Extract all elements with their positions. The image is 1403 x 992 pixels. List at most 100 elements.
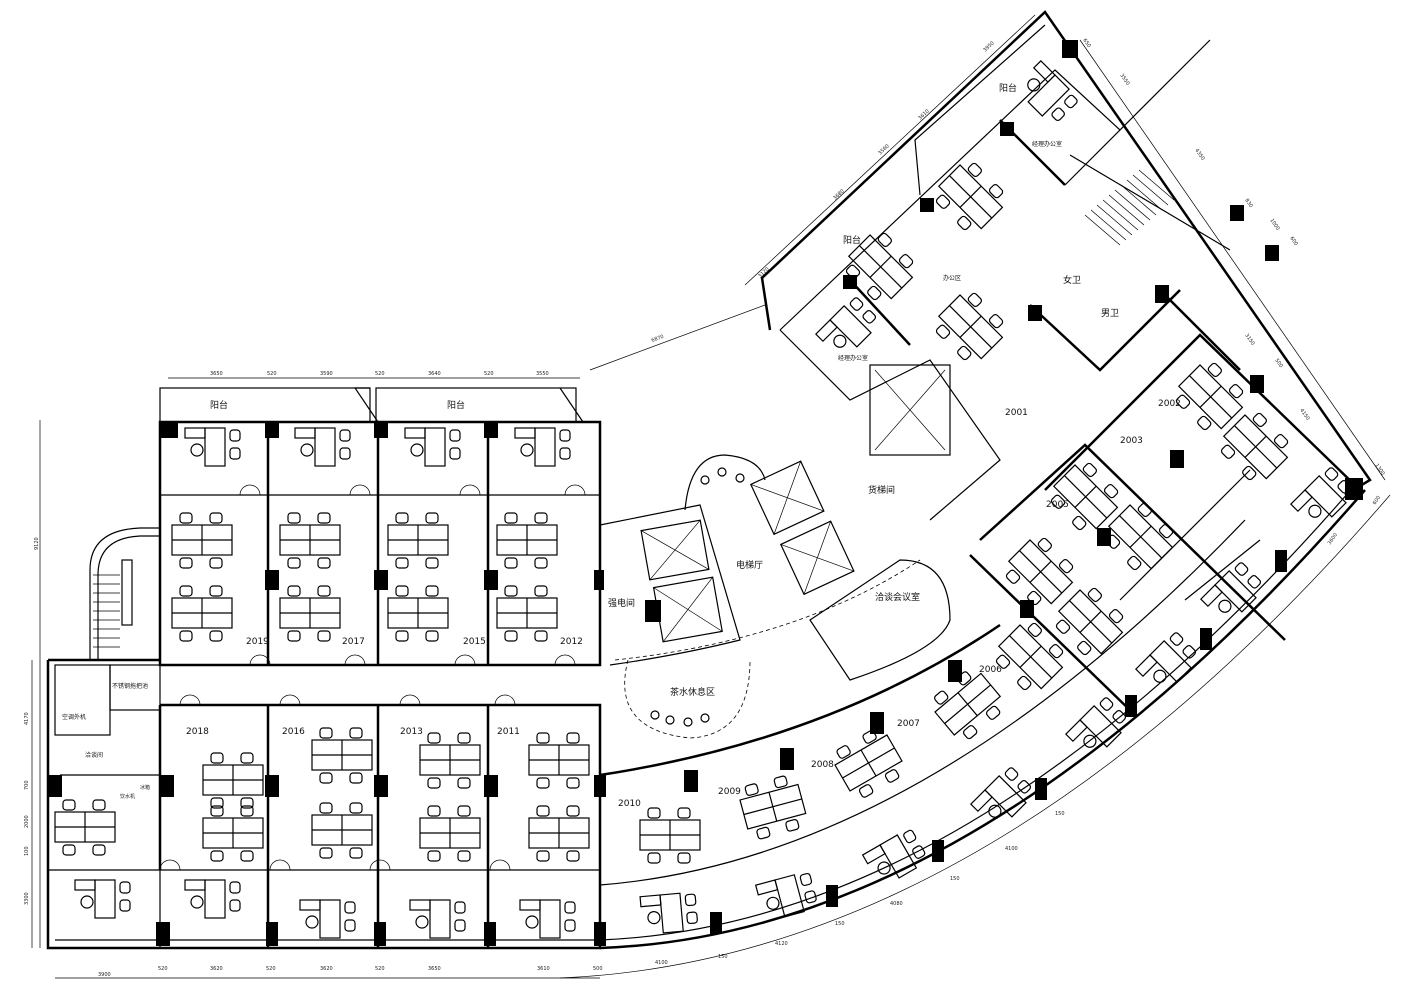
chair (877, 861, 891, 875)
chair (559, 447, 571, 460)
door-swing[interactable] (494, 694, 516, 706)
column (843, 275, 857, 289)
chair (1027, 622, 1042, 638)
stair-tread (1114, 189, 1151, 221)
manager-desk (815, 297, 877, 348)
door-swing[interactable] (159, 859, 181, 871)
column (1062, 40, 1078, 58)
dimension-text: 3610 (537, 966, 550, 972)
door-swing[interactable] (454, 654, 476, 666)
chair (210, 797, 224, 809)
column (484, 570, 498, 590)
column (1097, 528, 1111, 546)
chair (534, 557, 548, 569)
chair (536, 777, 550, 789)
column (160, 422, 178, 438)
chair (534, 630, 548, 642)
chair (756, 826, 771, 840)
lounge-seat (700, 713, 710, 723)
meeting-room (809, 559, 951, 681)
dimension-text: 150 (1055, 811, 1065, 817)
column (265, 570, 279, 590)
column (1035, 778, 1047, 800)
workstation-cluster (279, 512, 341, 569)
chair (410, 443, 424, 457)
chair (457, 777, 471, 789)
label-elevator-hall: 电梯厅 (736, 559, 763, 571)
dimension-text: 3300 (24, 892, 30, 905)
chair (988, 184, 1004, 199)
column (484, 775, 498, 797)
dimension-text: 4120 (775, 941, 788, 947)
chair (1037, 537, 1052, 553)
column (932, 840, 944, 862)
unit-number: 2005 (1046, 500, 1069, 510)
column (1170, 450, 1184, 468)
chair (1218, 599, 1232, 613)
chair (287, 630, 301, 642)
chair (686, 911, 698, 925)
chair (349, 802, 363, 814)
door-swing[interactable] (489, 859, 511, 871)
chair (988, 804, 1002, 818)
door-swing[interactable] (249, 654, 271, 666)
door-swing[interactable] (349, 484, 371, 496)
door-swing[interactable] (399, 694, 421, 706)
chair (395, 630, 409, 642)
chair (1197, 415, 1212, 431)
mop-room (109, 664, 161, 711)
door-swing[interactable] (344, 654, 366, 666)
chair (454, 901, 466, 914)
chair (988, 314, 1004, 329)
chair (898, 254, 914, 269)
chair (520, 443, 534, 457)
dimension-text: 2000 (24, 815, 30, 828)
door-swing[interactable] (179, 694, 201, 706)
chair (240, 752, 254, 764)
chair (457, 850, 471, 862)
manager-desk (409, 899, 466, 939)
outer-curved-wall (599, 489, 1366, 950)
door-swing[interactable] (239, 484, 261, 496)
column (1230, 205, 1244, 221)
workstation-cluster (845, 232, 914, 301)
chair (967, 292, 982, 308)
door-swing[interactable] (269, 859, 291, 871)
chair (1103, 484, 1119, 499)
workstation-cluster (1105, 502, 1174, 571)
door-swing[interactable] (554, 654, 576, 666)
chair (1064, 94, 1078, 109)
manager-desk (970, 767, 1032, 818)
door-swing[interactable] (564, 484, 586, 496)
chair (449, 429, 461, 442)
chair (287, 585, 301, 597)
unit-number: 2009 (718, 787, 741, 797)
chair (395, 512, 409, 524)
label-meeting-room: 洽谈会议室 (875, 591, 920, 603)
elevator-car (779, 520, 855, 596)
dimension-text: 4100 (655, 960, 668, 966)
lounge-seat (665, 715, 675, 725)
dimension-text: 150 (950, 876, 960, 882)
chair (119, 881, 131, 894)
chair (677, 807, 691, 819)
dimension-text: 3620 (210, 966, 223, 972)
workstation-cluster (995, 622, 1064, 691)
door-swing[interactable] (369, 859, 391, 871)
label-balcony: 阳台 (999, 82, 1017, 94)
office-2002 (1044, 333, 1361, 491)
chair (229, 881, 241, 894)
chair (1017, 780, 1032, 794)
chair (229, 429, 241, 442)
chair (849, 297, 864, 311)
label-female-wc: 女卫 (1063, 274, 1081, 286)
door-swing[interactable] (459, 484, 481, 496)
workstation-cluster (419, 805, 481, 862)
dimension-text: 520 (266, 966, 276, 972)
column (1275, 550, 1287, 572)
chair (209, 557, 223, 569)
column (684, 770, 698, 792)
chair (62, 799, 76, 811)
stair-tread (1108, 194, 1145, 226)
door-swing[interactable] (279, 694, 301, 706)
